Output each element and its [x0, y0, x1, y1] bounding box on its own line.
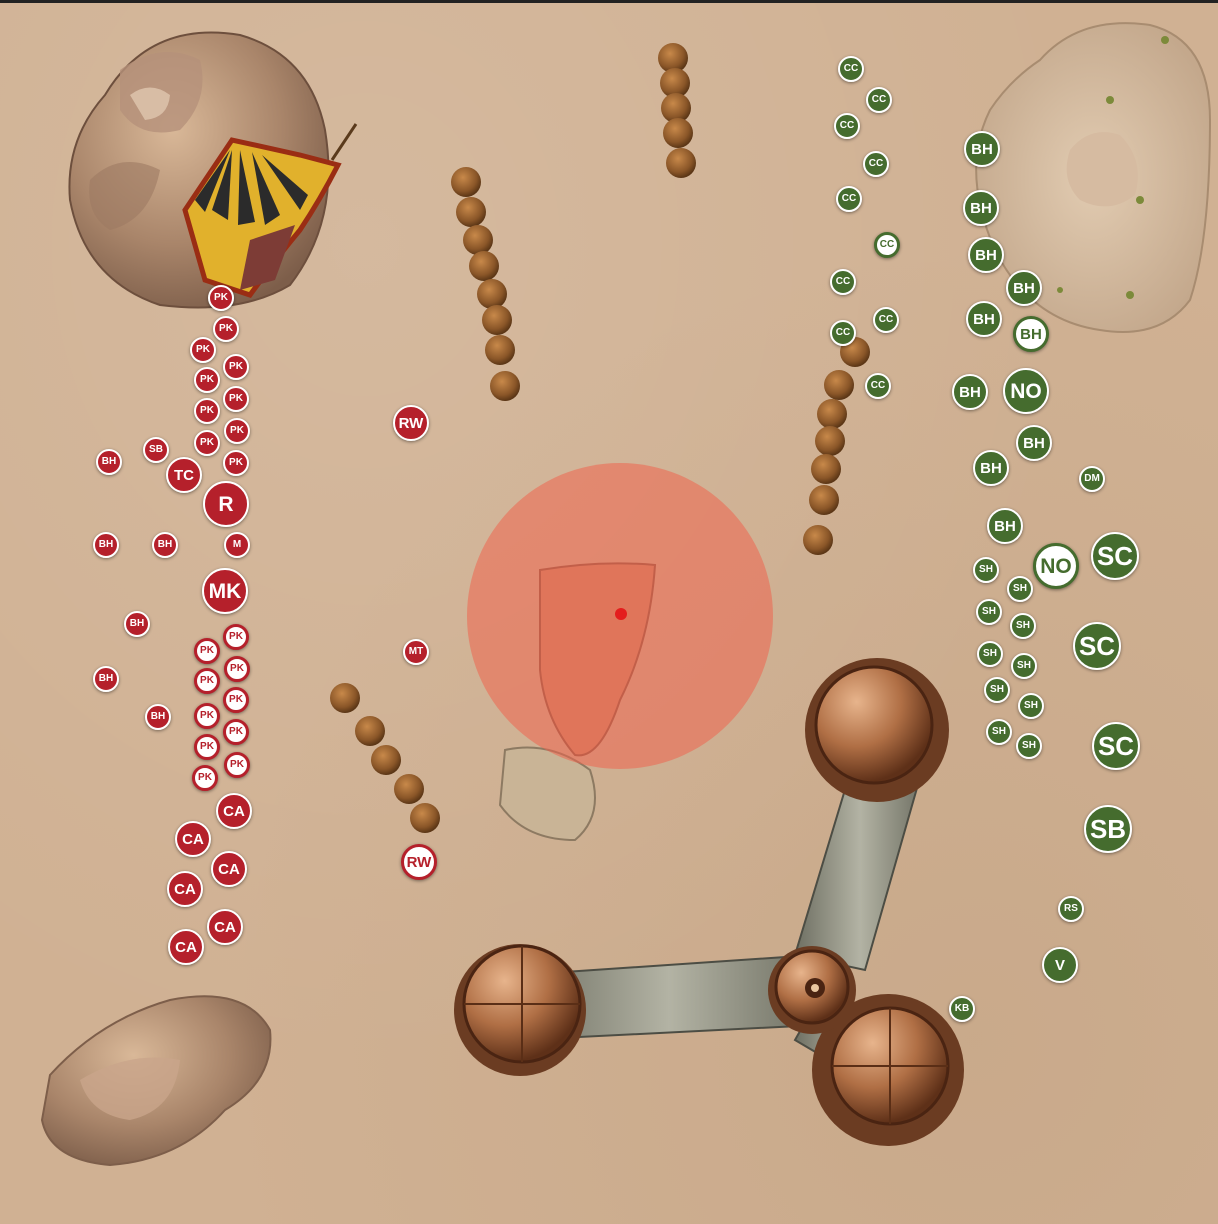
green-unit-token-sb[interactable]: SB: [1084, 805, 1132, 853]
red-unit-token-pk[interactable]: PK: [223, 386, 249, 412]
red-unit-token-pk[interactable]: PK: [213, 316, 239, 342]
objective-marker[interactable]: [615, 608, 627, 620]
red-unit-token-bh[interactable]: BH: [93, 666, 119, 692]
red-unit-token-ca[interactable]: CA: [168, 929, 204, 965]
green-unit-token-sh[interactable]: SH: [984, 677, 1010, 703]
red-unit-token-rw[interactable]: RW: [401, 844, 437, 880]
red-unit-token-pk[interactable]: PK: [223, 719, 249, 745]
green-unit-token-bh[interactable]: BH: [966, 301, 1002, 337]
green-unit-token-cc[interactable]: CC: [834, 113, 860, 139]
red-unit-token-pk[interactable]: PK: [190, 337, 216, 363]
red-unit-token-pk[interactable]: PK: [224, 752, 250, 778]
green-unit-token-sh[interactable]: SH: [973, 557, 999, 583]
red-unit-token-pk[interactable]: PK: [224, 418, 250, 444]
red-unit-token-ca[interactable]: CA: [167, 871, 203, 907]
red-unit-token-pk[interactable]: PK: [194, 430, 220, 456]
green-unit-token-cc[interactable]: CC: [865, 373, 891, 399]
red-unit-token-pk[interactable]: PK: [223, 687, 249, 713]
green-unit-token-no[interactable]: NO: [1033, 543, 1079, 589]
red-unit-token-pk[interactable]: PK: [194, 703, 220, 729]
red-unit-token-bh[interactable]: BH: [152, 532, 178, 558]
green-unit-token-cc[interactable]: CC: [830, 269, 856, 295]
green-unit-token-cc[interactable]: CC: [866, 87, 892, 113]
red-unit-token-ca[interactable]: CA: [207, 909, 243, 945]
red-unit-token-pk[interactable]: PK: [223, 450, 249, 476]
green-unit-token-bh[interactable]: BH: [963, 190, 999, 226]
green-unit-token-sh[interactable]: SH: [1016, 733, 1042, 759]
green-unit-token-sc[interactable]: SC: [1092, 722, 1140, 770]
green-unit-token-no[interactable]: NO: [1003, 368, 1049, 414]
scrub-line-4: [330, 683, 440, 833]
green-unit-token-rs[interactable]: RS: [1058, 896, 1084, 922]
red-unit-token-bh[interactable]: BH: [124, 611, 150, 637]
green-unit-token-bh[interactable]: BH: [1016, 425, 1052, 461]
scrub-line-3: [803, 337, 870, 555]
green-unit-token-sh[interactable]: SH: [1018, 693, 1044, 719]
green-unit-token-kb[interactable]: KB: [949, 996, 975, 1022]
green-unit-token-bh[interactable]: BH: [973, 450, 1009, 486]
green-unit-token-sc[interactable]: SC: [1073, 622, 1121, 670]
green-unit-token-bh[interactable]: BH: [987, 508, 1023, 544]
green-unit-token-sh[interactable]: SH: [986, 719, 1012, 745]
red-unit-token-tc[interactable]: TC: [166, 457, 202, 493]
green-unit-token-bh[interactable]: BH: [952, 374, 988, 410]
red-unit-token-pk[interactable]: PK: [194, 734, 220, 760]
red-unit-token-pk[interactable]: PK: [223, 624, 249, 650]
red-unit-token-bh[interactable]: BH: [145, 704, 171, 730]
green-unit-token-sh[interactable]: SH: [977, 641, 1003, 667]
red-unit-token-pk[interactable]: PK: [194, 638, 220, 664]
red-unit-token-pk[interactable]: PK: [194, 398, 220, 424]
green-unit-token-cc[interactable]: CC: [830, 320, 856, 346]
red-unit-token-pk[interactable]: PK: [208, 285, 234, 311]
red-unit-token-ca[interactable]: CA: [175, 821, 211, 857]
red-unit-token-pk[interactable]: PK: [192, 765, 218, 791]
green-unit-token-cc[interactable]: CC: [874, 232, 900, 258]
red-unit-token-sb[interactable]: SB: [143, 437, 169, 463]
red-unit-token-ca[interactable]: CA: [216, 793, 252, 829]
red-unit-token-ca[interactable]: CA: [211, 851, 247, 887]
green-unit-token-bh[interactable]: BH: [1006, 270, 1042, 306]
green-unit-token-sh[interactable]: SH: [1007, 576, 1033, 602]
rocks-sw: [42, 996, 270, 1165]
red-unit-token-mk[interactable]: MK: [202, 568, 248, 614]
red-unit-token-r[interactable]: R: [203, 481, 249, 527]
red-unit-token-m[interactable]: M: [224, 532, 250, 558]
green-unit-token-cc[interactable]: CC: [873, 307, 899, 333]
green-unit-token-bh[interactable]: BH: [1013, 316, 1049, 352]
green-unit-token-cc[interactable]: CC: [838, 56, 864, 82]
green-unit-token-cc[interactable]: CC: [836, 186, 862, 212]
green-unit-token-sh[interactable]: SH: [1011, 653, 1037, 679]
green-unit-token-dm[interactable]: DM: [1079, 466, 1105, 492]
green-unit-token-sc[interactable]: SC: [1091, 532, 1139, 580]
red-unit-token-bh[interactable]: BH: [96, 449, 122, 475]
green-unit-token-sh[interactable]: SH: [976, 599, 1002, 625]
green-unit-token-bh[interactable]: BH: [964, 131, 1000, 167]
red-unit-token-bh[interactable]: BH: [93, 532, 119, 558]
green-unit-token-sh[interactable]: SH: [1010, 613, 1036, 639]
red-unit-token-pk[interactable]: PK: [224, 656, 250, 682]
red-unit-token-pk[interactable]: PK: [194, 367, 220, 393]
red-unit-token-pk[interactable]: PK: [194, 668, 220, 694]
green-unit-token-cc[interactable]: CC: [863, 151, 889, 177]
red-unit-token-pk[interactable]: PK: [223, 354, 249, 380]
scrub-line-2: [451, 167, 520, 401]
red-unit-token-rw[interactable]: RW: [393, 405, 429, 441]
green-unit-token-v[interactable]: V: [1042, 947, 1078, 983]
scrub-line-1: [658, 43, 696, 178]
red-unit-token-mt[interactable]: MT: [403, 639, 429, 665]
green-unit-token-bh[interactable]: BH: [968, 237, 1004, 273]
